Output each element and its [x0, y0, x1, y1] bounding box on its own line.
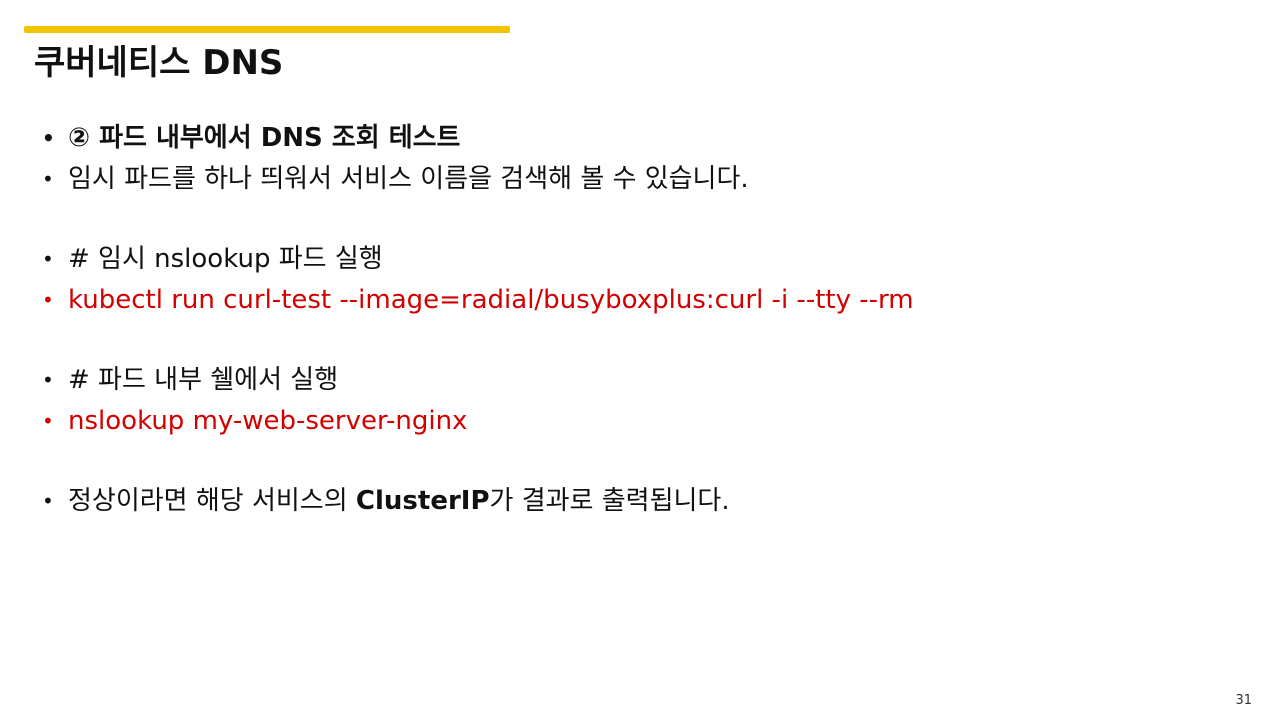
spacer [40, 200, 914, 239]
bullet-text: # 임시 nslookup 파드 실행 [68, 244, 383, 274]
bullet-item: • # 임시 nslookup 파드 실행 [40, 239, 914, 280]
bullet-text-before: 정상이라면 해당 서비스의 [68, 486, 356, 516]
bullet-dot-icon: • [42, 288, 54, 312]
spacer [40, 442, 914, 481]
bullet-list: • ② 파드 내부에서 DNS 조회 테스트 • 임시 파드를 하나 띄워서 서… [40, 118, 914, 522]
bullet-dot-icon: • [42, 126, 55, 150]
bullet-dot-icon: • [42, 247, 54, 271]
bullet-dot-icon: • [42, 368, 54, 392]
bullet-item: • # 파드 내부 쉘에서 실행 [40, 360, 914, 401]
bullet-item: • 정상이라면 해당 서비스의 ClusterIP가 결과로 출력됩니다. [40, 481, 914, 522]
page-number: 31 [1235, 693, 1252, 708]
title-accent-bar [24, 26, 510, 33]
code-text: kubectl run curl-test --image=radial/bus… [68, 285, 914, 315]
bullet-text: 임시 파드를 하나 띄워서 서비스 이름을 검색해 볼 수 있습니다. [68, 164, 749, 194]
bullet-text-bold: ClusterIP [355, 486, 490, 516]
bullet-dot-icon: • [42, 167, 54, 191]
bullet-text-after: 가 결과로 출력됩니다. [489, 486, 730, 516]
bullet-dot-icon: • [42, 409, 54, 433]
bullet-item-code: • kubectl run curl-test --image=radial/b… [40, 280, 914, 321]
bullet-dot-icon: • [42, 489, 54, 513]
bullet-text: ② 파드 내부에서 DNS 조회 테스트 [68, 123, 461, 153]
code-text: nslookup my-web-server-nginx [68, 406, 468, 436]
bullet-item: • 임시 파드를 하나 띄워서 서비스 이름을 검색해 볼 수 있습니다. [40, 159, 914, 200]
slide-title: 쿠버네티스 DNS [34, 43, 284, 83]
spacer [40, 321, 914, 360]
bullet-text: # 파드 내부 쉘에서 실행 [68, 365, 339, 395]
bullet-item: • ② 파드 내부에서 DNS 조회 테스트 [40, 118, 914, 159]
bullet-item-code: • nslookup my-web-server-nginx [40, 401, 914, 442]
